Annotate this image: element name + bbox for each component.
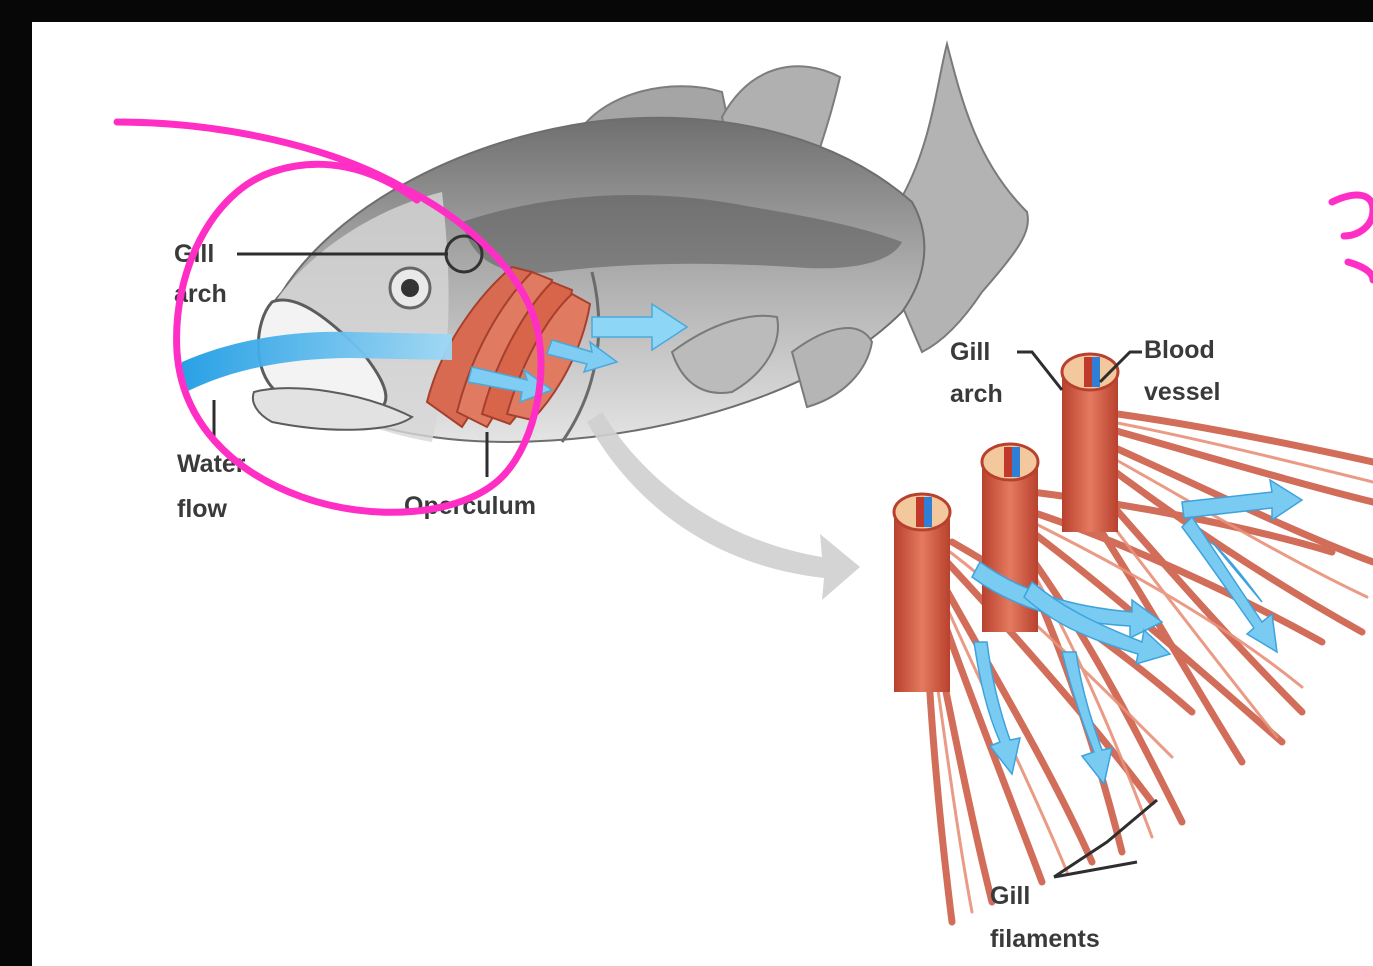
label-detail-gill-arch-2: arch: [950, 380, 1003, 408]
fish-pupil: [401, 279, 419, 297]
label-blood-vessel: Blood: [1144, 336, 1215, 364]
annotation-scribble: [1332, 195, 1373, 280]
label-water-flow-2: flow: [177, 495, 228, 523]
fish-illustration: [182, 44, 1028, 442]
gill-arch-tube-1: [894, 494, 950, 692]
label-gill-filaments-2: filaments: [990, 925, 1100, 953]
diagram-canvas: Gill arch Water flow Operculum Gill arch…: [32, 22, 1373, 966]
tail-fin: [892, 44, 1028, 352]
fish-gill-diagram: Gill arch Water flow Operculum Gill arch…: [32, 22, 1373, 966]
gill-detail-illustration: [894, 354, 1373, 922]
screen-frame-left: [0, 0, 32, 966]
label-gill-filaments: Gill: [990, 882, 1030, 910]
screen-frame-top: [0, 0, 1373, 22]
zoom-arrow: [587, 412, 860, 600]
label-blood-vessel-2: vessel: [1144, 378, 1220, 406]
gill-arch-tube-3: [1062, 354, 1118, 532]
detail-gill-arch-leader: [1017, 352, 1062, 390]
label-detail-gill-arch: Gill: [950, 338, 990, 366]
